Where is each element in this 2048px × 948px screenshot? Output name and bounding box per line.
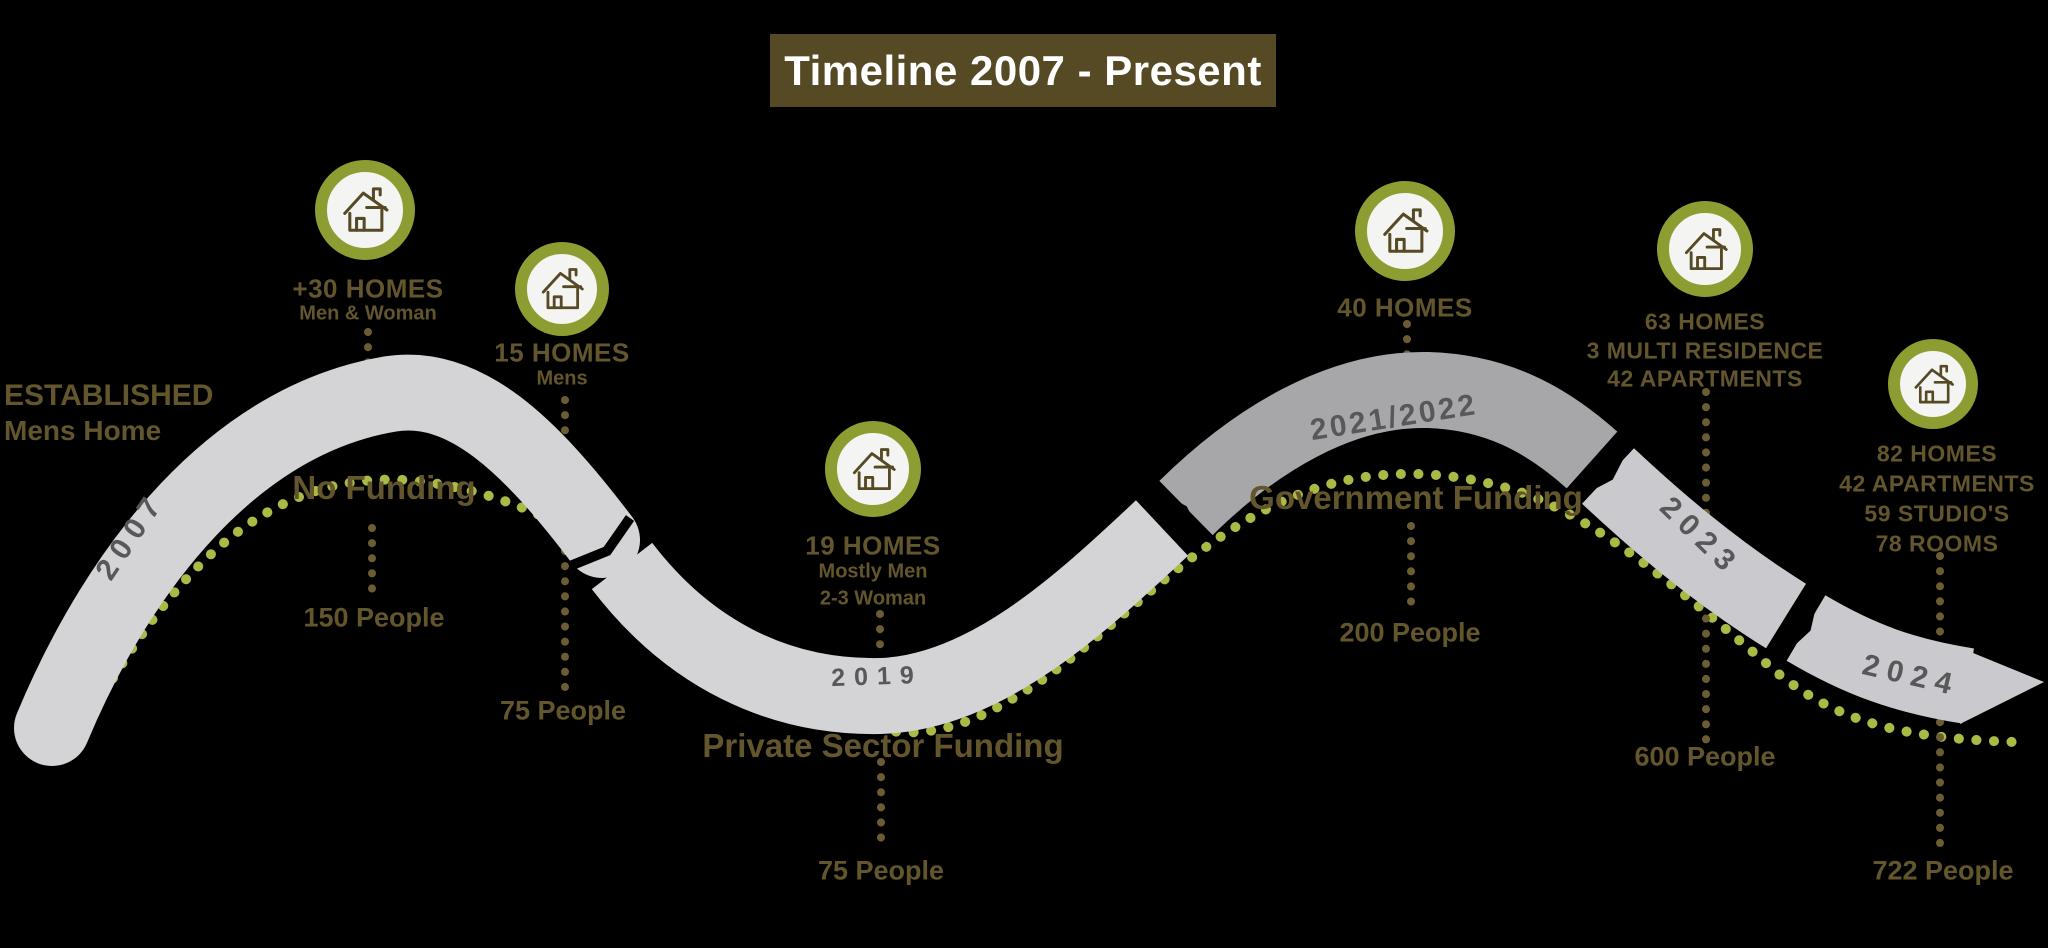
chevron-gap bbox=[1145, 486, 1205, 548]
house-icon bbox=[338, 183, 392, 237]
milestone-homes: +30 HOMES bbox=[292, 273, 444, 304]
page-title: Timeline 2007 - Present bbox=[784, 46, 1262, 94]
people-label: 722 People bbox=[1872, 855, 2014, 886]
milestone-detail: 42 APARTMENTS bbox=[1607, 365, 1803, 392]
milestone-badge bbox=[1888, 339, 1978, 429]
milestone-homes: 19 HOMES bbox=[805, 530, 941, 561]
people-label: 75 People bbox=[817, 855, 945, 886]
green-dotted-curve bbox=[65, 468, 2020, 760]
house-icon bbox=[848, 444, 899, 495]
milestone-detail: 78 ROOMS bbox=[1875, 530, 1999, 557]
ribbon-arrow-head bbox=[1956, 646, 2044, 724]
milestone-homes: 15 HOMES bbox=[494, 337, 630, 368]
established-title: ESTABLISHED bbox=[4, 379, 214, 412]
people-label: 150 People bbox=[303, 602, 445, 633]
milestone-badge bbox=[825, 421, 921, 517]
ribbon-segment-2019 bbox=[591, 500, 1189, 735]
milestone-detail: 59 STUDIO'S bbox=[1864, 500, 2010, 527]
funding-label: Government Funding bbox=[1249, 479, 1583, 516]
people-label: 600 People bbox=[1634, 741, 1776, 772]
established-block: ESTABLISHED Mens Home bbox=[4, 378, 213, 448]
year-label-2019: 2019 bbox=[830, 660, 924, 693]
milestone-detail: 3 MULTI RESIDENCE bbox=[1586, 337, 1824, 364]
milestone-detail: Mostly Men bbox=[818, 560, 928, 583]
milestone-detail: Men & Woman bbox=[299, 302, 437, 325]
established-subtitle: Mens Home bbox=[4, 415, 162, 446]
milestone-badge bbox=[1355, 181, 1455, 281]
milestone-badge bbox=[1657, 201, 1753, 297]
milestone-badge bbox=[515, 242, 609, 336]
house-icon bbox=[1378, 204, 1432, 258]
house-icon bbox=[537, 264, 587, 314]
ribbon-segment-2023 bbox=[1582, 448, 1807, 649]
ribbon-segment-2021-2022 bbox=[1159, 351, 1618, 536]
milestone-detail: 2-3 Woman bbox=[819, 587, 927, 610]
chevron-gap bbox=[568, 515, 635, 571]
ribbon-segment-2007 bbox=[14, 354, 640, 766]
people-label: 200 People bbox=[1339, 617, 1481, 648]
title-banner: Timeline 2007 - Present bbox=[770, 34, 1276, 107]
milestone-homes: 40 HOMES bbox=[1337, 292, 1473, 323]
funding-label: Private Sector Funding bbox=[702, 727, 1064, 764]
milestone-detail: 42 APARTMENTS bbox=[1839, 470, 2035, 497]
milestone-detail: Mens bbox=[536, 367, 588, 390]
ribbon-segment-2024 bbox=[1786, 595, 1975, 724]
milestone-homes: 63 HOMES bbox=[1644, 308, 1766, 335]
chevron-gap bbox=[1773, 587, 1820, 659]
house-icon bbox=[1680, 224, 1731, 275]
funding-label: No Funding bbox=[292, 469, 476, 506]
house-icon bbox=[1910, 361, 1957, 408]
milestone-badge bbox=[315, 160, 415, 260]
milestone-homes: 82 HOMES bbox=[1876, 440, 1998, 467]
people-label: 75 People bbox=[499, 695, 627, 726]
chevron-gap bbox=[1570, 438, 1632, 500]
